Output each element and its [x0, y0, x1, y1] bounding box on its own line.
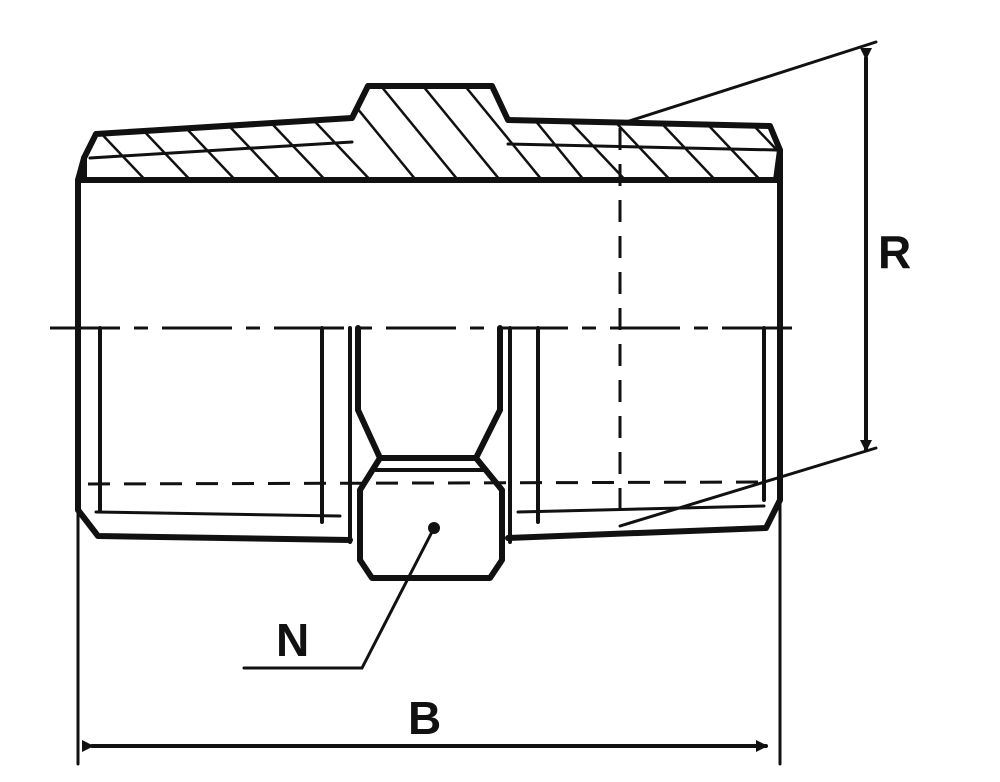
- dimension-b: B: [76, 498, 782, 766]
- leader-n: N: [242, 522, 440, 670]
- hidden-lines: [50, 128, 800, 520]
- label-r: R: [878, 226, 911, 278]
- dimension-r: R: [618, 40, 911, 528]
- label-b: B: [408, 692, 441, 744]
- hex-flat: [355, 325, 505, 581]
- label-n: N: [276, 614, 309, 666]
- upper-wall-section: [81, 83, 783, 183]
